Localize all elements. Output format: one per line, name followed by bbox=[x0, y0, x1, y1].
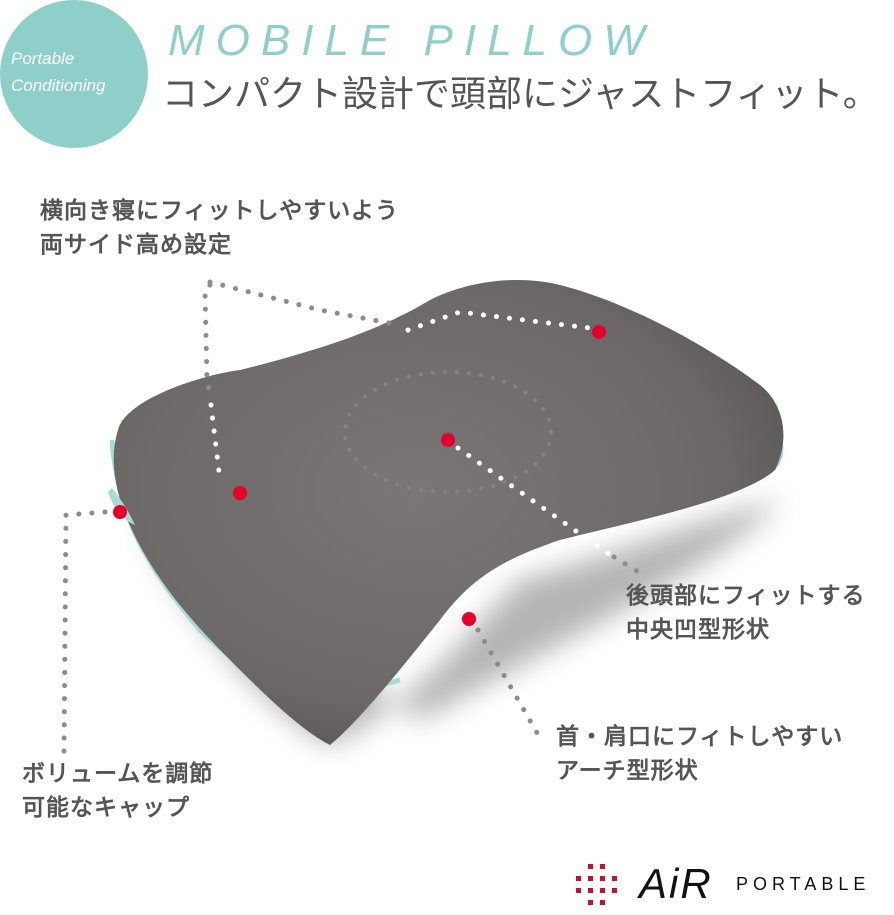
logo-sub-text: PORTABLE bbox=[736, 874, 871, 894]
leader-line-neck bbox=[475, 627, 543, 741]
product-title: MOBILE PILLOW bbox=[168, 16, 656, 65]
air-portable-logo: AiR PORTABLE bbox=[564, 858, 894, 908]
product-subtitle: コンパクト設計で頭部にジャストフィット。 bbox=[162, 74, 879, 115]
marker-center bbox=[441, 433, 455, 447]
logo-grid-icon bbox=[576, 864, 617, 905]
badge-line-2: Conditioning bbox=[11, 76, 106, 95]
leader-line-center-inner bbox=[455, 445, 613, 558]
callout-neck-line-2: アーチ型形状 bbox=[556, 758, 699, 784]
callout-sides: 横向き寝にフィットしやすいよう 両サイド高め設定 bbox=[40, 194, 399, 262]
leader-line-sides-top bbox=[207, 279, 403, 328]
callout-sides-line-2: 両サイド高め設定 bbox=[40, 232, 232, 258]
leader-line-sides-outside bbox=[202, 282, 214, 403]
callout-center: 後頭部にフィットする 中央凹型形状 bbox=[626, 579, 866, 647]
badge-line-1: Portable bbox=[11, 49, 75, 68]
marker-sides-left bbox=[233, 486, 247, 500]
leader-line-center-outer bbox=[611, 554, 643, 576]
callout-cap-line-1: ボリュームを調節 bbox=[22, 761, 214, 787]
callout-cap-line-2: 可能なキャップ bbox=[22, 795, 190, 821]
logo-brand-text: AiR bbox=[639, 860, 713, 907]
callout-center-line-1: 後頭部にフィットする bbox=[626, 583, 866, 609]
portable-conditioning-badge: Portable Conditioning bbox=[0, 0, 148, 148]
marker-sides-top bbox=[592, 325, 606, 339]
callout-cap: ボリュームを調節 可能なキャップ bbox=[22, 757, 213, 825]
center-concave-outline bbox=[343, 370, 553, 494]
leader-line-cap bbox=[61, 509, 108, 755]
callout-neck-line-1: 首・肩口にフィトしやすい bbox=[556, 724, 844, 750]
marker-cap bbox=[113, 505, 127, 519]
callout-sides-line-1: 横向き寝にフィットしやすいよう bbox=[40, 198, 399, 224]
callout-center-line-2: 中央凹型形状 bbox=[626, 617, 770, 643]
leader-line-sides-inner-left bbox=[208, 402, 223, 483]
badge-text: Portable Conditioning bbox=[11, 45, 106, 99]
marker-neck bbox=[462, 612, 476, 626]
leader-line-sides-inner-top bbox=[405, 309, 593, 333]
callout-neck: 首・肩口にフィトしやすい アーチ型形状 bbox=[556, 720, 843, 788]
pillow-body bbox=[113, 280, 784, 745]
